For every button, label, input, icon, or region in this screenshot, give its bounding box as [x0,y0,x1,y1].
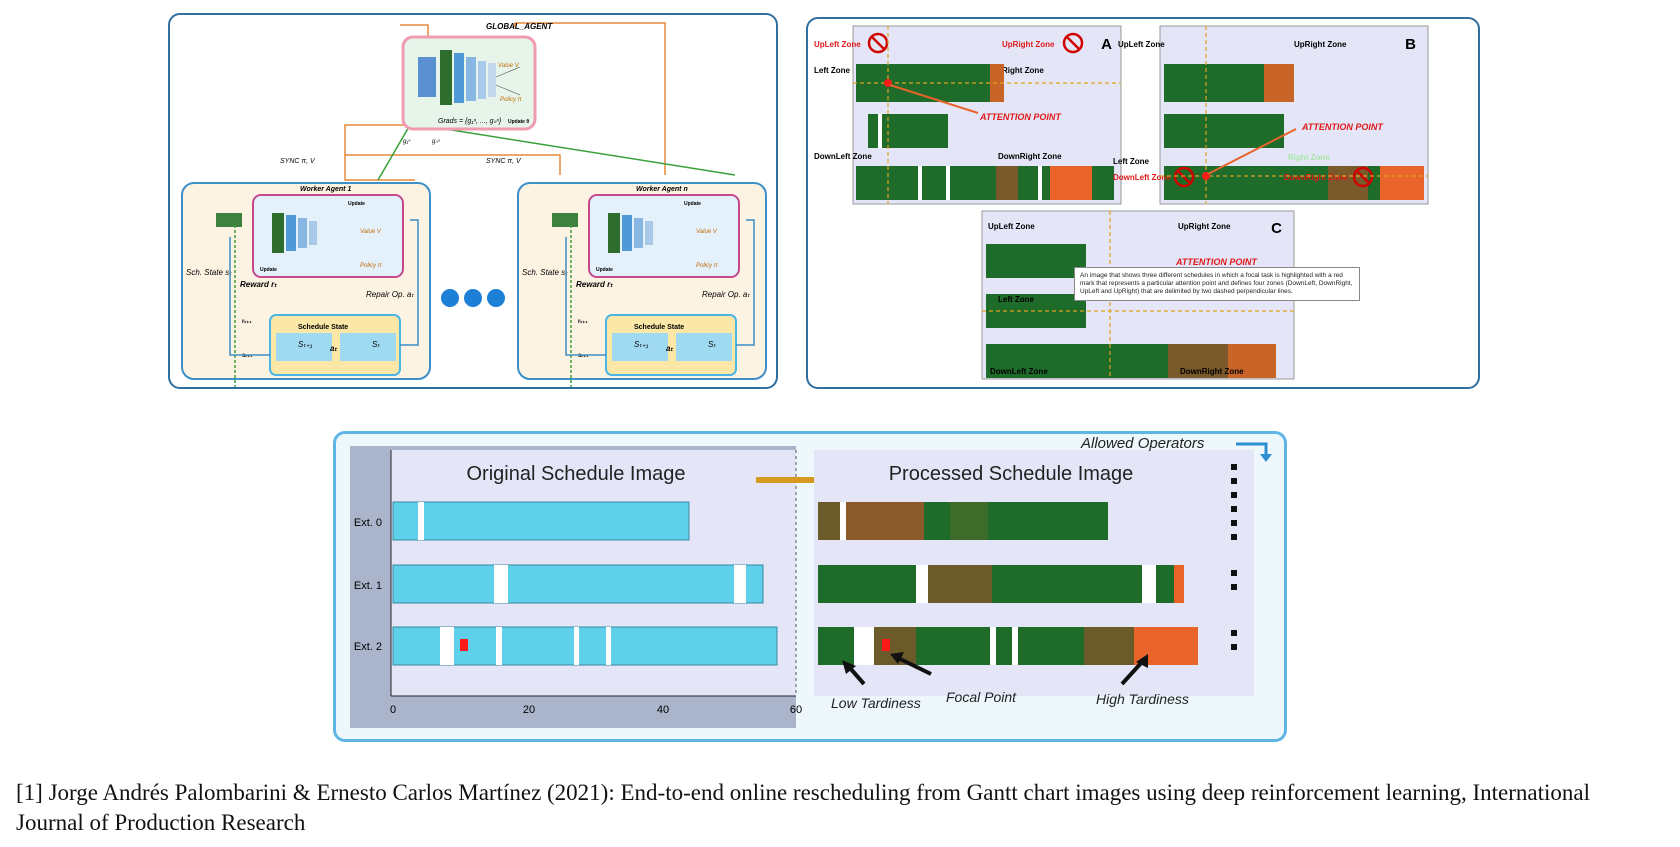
worker1-value-label: Value V [360,229,382,235]
workern-title: Worker Agent n [636,186,688,193]
worker1-s-next-small: sₜ₊₁ [242,353,253,359]
worker1-policy-label: Policy π [360,263,383,269]
sub-c-upleft: UpLeft Zone [988,222,1035,231]
global-policy-label: Policy π [500,97,523,103]
global-value-label: Value V [498,63,520,69]
worker1-s-next: Sₜ₊₁ [298,340,313,349]
sub-b-left: Left Zone [1113,157,1150,166]
workern-s-next-small: sₜ₊₁ [578,353,589,359]
workern-reward: Reward rₜ [576,280,613,289]
schedule-comparison-panel: Original Schedule Image Ext. 0 Ext. 1 Ex… [333,431,1287,742]
x-tick-0: 0 [390,704,396,716]
worker1-sch-state: Sch. State sₜ [186,268,232,277]
attention-zones-panel: A UpLeft Zone UpRight Zone Left Zone Rig… [806,17,1480,389]
worker1-a-t: aₜ [330,344,337,353]
worker1-repair: Repair Op. aₜ [366,290,414,299]
sub-c-caption: An image that shows three different sche… [1074,267,1360,301]
workern-schedule-state: Schedule State [634,324,684,331]
sub-b-downright: DownRight Zone [1284,173,1348,182]
citation-text: [1] Jorge Andrés Palombarini & Ernesto C… [16,780,1590,835]
grads-label: Grads = {g₁ⁿ, ..., gₙⁿ} [438,118,502,125]
workern-r-next: rₜ₊₁ [578,319,588,325]
sub-a-right: Right Zone [1002,66,1044,75]
sub-b-upleft: UpLeft Zone [1118,40,1165,49]
row-label-ext1: Ext. 1 [354,580,382,592]
attention-zones-diagram: A UpLeft Zone UpRight Zone Left Zone Rig… [814,25,1429,380]
sub-a-downright: DownRight Zone [998,152,1062,161]
processed-title: Processed Schedule Image [889,463,1134,485]
x-tick-20: 20 [523,704,535,716]
global-agent-label: GLOBAL_AGENT [486,22,553,31]
workern-value-label: Value V [696,229,718,235]
sub-c-downright: DownRight Zone [1180,367,1244,376]
x-tick-60: 60 [790,704,802,716]
x-tick-40: 40 [657,704,669,716]
sub-a-upleft: UpLeft Zone [814,40,861,49]
workern-a-t: aₜ [666,344,673,353]
architecture-diagram: GLOBAL_AGENT Value V Policy π Grads = {g… [181,22,767,387]
sub-a-upright: UpRight Zone [1002,40,1055,49]
architecture-panel: GLOBAL_AGENT Value V Policy π Grads = {g… [168,13,778,389]
worker1-s-t: Sₜ [372,340,380,349]
workern-s-t: Sₜ [708,340,716,349]
schedule-comparison-diagram: Original Schedule Image Ext. 0 Ext. 1 Ex… [350,435,1272,728]
sub-b-downleft: DownLeft Zone [1113,173,1171,182]
workern-update-bottom: Update [596,267,613,273]
sub-b-letter: B [1405,36,1416,53]
sub-b-right: Right Zone [1288,153,1330,162]
worker1-title: Worker Agent 1 [300,186,351,193]
gn-label: gₙⁿ [432,139,441,145]
worker1-update-top: Update [348,201,365,207]
focal-point-label: Focal Point [946,689,1017,705]
high-tardiness-label: High Tardiness [1096,691,1189,707]
low-tardiness-label: Low Tardiness [831,695,921,711]
workern-update-top: Update [684,201,701,207]
row-label-ext2: Ext. 2 [354,641,382,653]
sub-c-attention: ATTENTION POINT [1175,257,1258,267]
workern-policy-label: Policy π [696,263,719,269]
sub-b-attention: ATTENTION POINT [1301,122,1384,132]
worker1-r-next: rₜ₊₁ [242,319,252,325]
worker1-update-bottom: Update [260,267,277,273]
sync-right-label: SYNC π, V [486,158,522,165]
original-title: Original Schedule Image [466,463,685,485]
workern-s-next: Sₜ₊₁ [634,340,649,349]
sub-c-letter: C [1271,220,1282,237]
worker1-reward: Reward rₜ [240,280,277,289]
sub-a-left: Left Zone [814,66,851,75]
g1-label: g₁ⁿ [403,139,411,145]
sub-a-letter: A [1101,36,1112,53]
row-label-ext0: Ext. 0 [354,517,382,529]
sub-a-downleft: DownLeft Zone [814,152,872,161]
workern-repair: Repair Op. aₜ [702,290,750,299]
sub-c-downleft: DownLeft Zone [990,367,1048,376]
workern-sch-state: Sch. State sₜ [522,268,568,277]
sub-a-attention: ATTENTION POINT [979,112,1062,122]
sync-left-label: SYNC π, V [280,158,316,165]
sub-c-left: Left Zone [998,295,1035,304]
sub-b-upright: UpRight Zone [1294,40,1347,49]
worker1-schedule-state: Schedule State [298,324,348,331]
sub-c-upright: UpRight Zone [1178,222,1231,231]
allowed-operators-label: Allowed Operators [1080,435,1205,452]
update-theta-label: Update θ [508,119,529,125]
